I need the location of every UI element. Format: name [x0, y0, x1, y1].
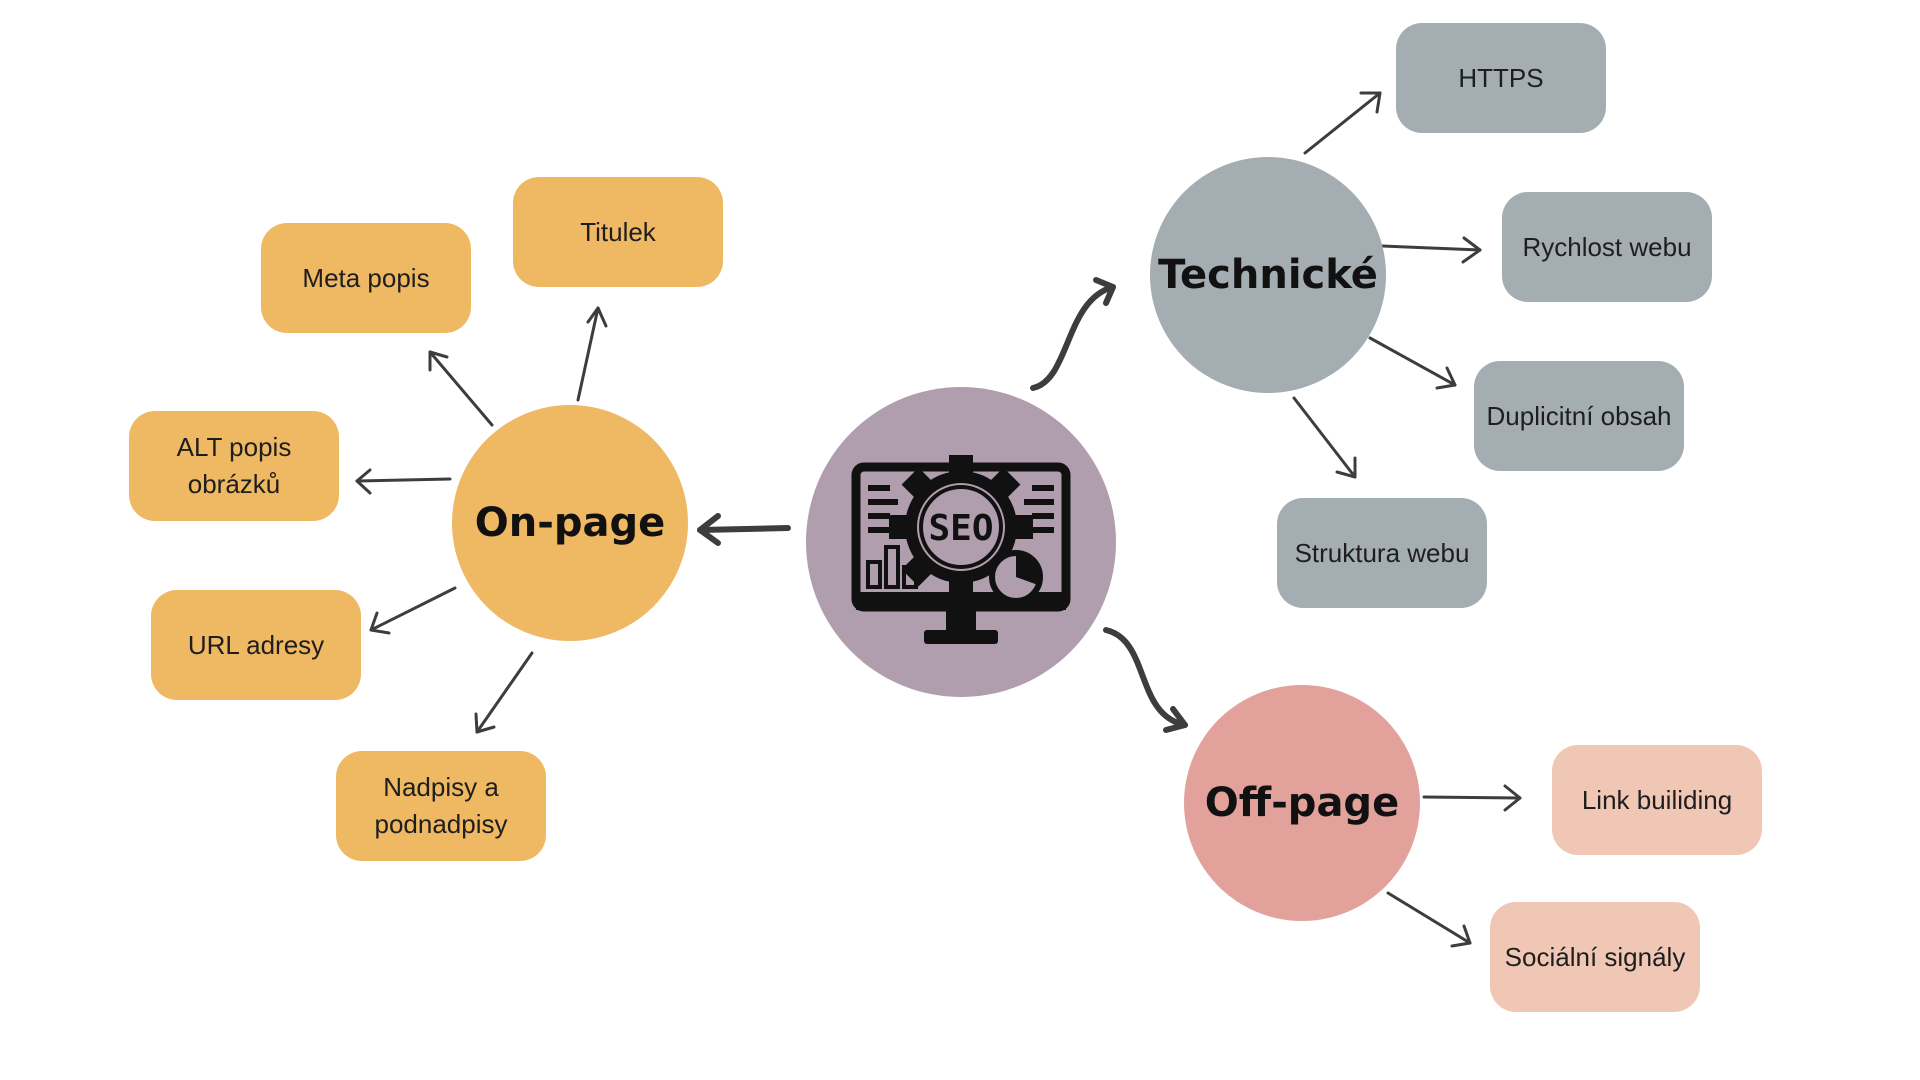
arrow-technical-to-duplicitni-head	[1435, 366, 1457, 390]
center-seo-circle: SEO	[806, 387, 1116, 697]
technical-item-rychlost: Rychlost webu	[1502, 192, 1712, 302]
arrow-technical-to-rychlost	[1380, 244, 1482, 252]
arrow-technical-to-https	[1303, 91, 1382, 155]
technical-item-https: HTTPS	[1396, 23, 1606, 133]
technical-hub-label: Technické	[1158, 252, 1378, 298]
arrow-offpage-to-socialni-head	[1450, 924, 1472, 948]
arrow-center-to-technical	[1030, 284, 1116, 391]
arrow-onpage-to-meta	[428, 350, 494, 427]
offpage-item-label: Sociální signály	[1504, 941, 1686, 972]
arrow-center-to-onpage-head	[697, 513, 721, 546]
arrow-center-to-onpage	[697, 525, 791, 533]
arrow-center-to-offpage	[1103, 627, 1188, 728]
arrow-onpage-to-alt	[355, 477, 452, 483]
arrow-onpage-to-titulek	[576, 306, 600, 402]
arrow-offpage-to-link	[1422, 795, 1522, 800]
arrow-offpage-to-socialni	[1386, 891, 1472, 945]
offpage-item-label: Link builiding	[1581, 784, 1733, 815]
arrow-technical-to-struktura	[1292, 396, 1357, 479]
onpage-item-url-adresy: URL adresy	[151, 590, 361, 700]
onpage-item-label: Meta popis	[302, 262, 430, 293]
offpage-hub-label: Off-page	[1204, 780, 1400, 826]
arrow-onpage-to-url-head	[369, 611, 391, 635]
arrow-technical-to-https-head	[1359, 91, 1382, 114]
onpage-item-alt-popis: ALT popis obrázků	[129, 411, 339, 521]
onpage-item-label: Nadpisy a podnadpisy	[374, 772, 508, 839]
onpage-item-nadpisy: Nadpisy a podnadpisy	[336, 751, 546, 861]
arrow-offpage-to-link-head	[1503, 784, 1522, 812]
arrow-onpage-to-nadpisy-head	[474, 712, 496, 734]
arrow-onpage-to-meta-head	[428, 350, 449, 372]
onpage-item-titulek: Titulek	[513, 177, 723, 287]
offpage-item-socialni-signaly: Sociální signály	[1490, 902, 1700, 1012]
seo-monitor-gear-icon: SEO	[851, 455, 1071, 644]
technical-item-label: HTTPS	[1458, 62, 1544, 93]
arrow-technical-to-duplicitni	[1368, 336, 1457, 387]
arrow-center-to-technical-head	[1093, 277, 1116, 306]
offpage-item-link-building: Link builiding	[1552, 745, 1762, 855]
onpage-item-label: ALT popis obrázků	[176, 432, 292, 499]
technical-item-label: Rychlost webu	[1522, 231, 1692, 262]
arrow-technical-to-struktura-head	[1335, 456, 1357, 479]
onpage-item-label: Titulek	[580, 216, 656, 247]
technical-item-label: Struktura webu	[1294, 537, 1470, 568]
technical-hub: Technické	[1150, 157, 1386, 393]
onpage-item-label: URL adresy	[187, 629, 325, 660]
arrow-onpage-to-titulek-head	[586, 306, 608, 328]
onpage-hub: On-page	[452, 405, 688, 641]
arrow-technical-to-rychlost-head	[1461, 236, 1482, 264]
technical-item-struktura: Struktura webu	[1277, 498, 1487, 608]
onpage-hub-label: On-page	[474, 500, 666, 546]
technical-item-duplicitni: Duplicitní obsah	[1474, 361, 1684, 471]
arrow-onpage-to-nadpisy	[475, 651, 534, 734]
onpage-item-meta-popis: Meta popis	[261, 223, 471, 333]
arrow-onpage-to-url	[369, 586, 457, 632]
seo-icon-text: SEO	[928, 508, 993, 549]
technical-item-label: Duplicitní obsah	[1486, 400, 1672, 431]
arrow-center-to-offpage-head	[1163, 706, 1188, 733]
arrow-onpage-to-alt-head	[355, 468, 372, 495]
offpage-hub: Off-page	[1184, 685, 1420, 921]
